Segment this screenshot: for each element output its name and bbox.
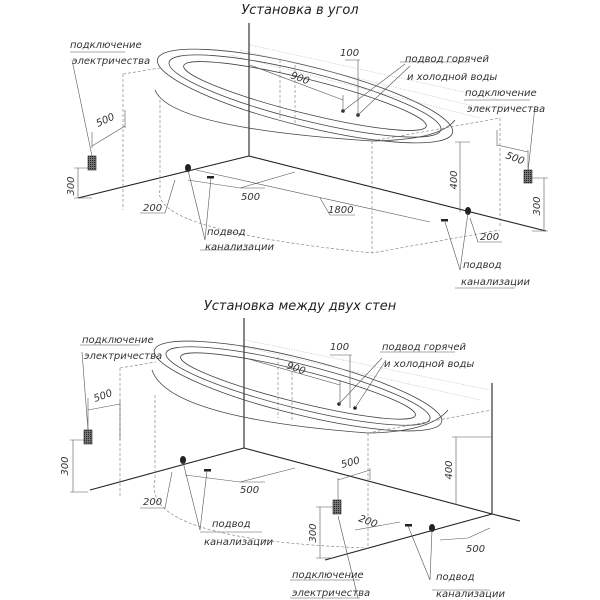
elec-left-label-1: подключение	[70, 40, 142, 51]
dim-1800: 1800	[328, 205, 353, 216]
electric-outlet-left	[83, 429, 93, 445]
drain-point-left	[207, 176, 214, 179]
floor-wall-right-ext	[491, 513, 521, 522]
drain-right-label-2: канализации	[436, 589, 505, 600]
drain-outlet-left	[185, 164, 191, 172]
drain-left-label-2: канализации	[204, 537, 273, 548]
drain-right-label-1: подвод	[436, 572, 475, 583]
dim-300-right: 300	[532, 196, 543, 215]
elec-left-label-1: подключение	[82, 335, 154, 346]
dim-200-left: 200	[143, 203, 162, 214]
drain-right-label-1: подвод	[463, 260, 502, 271]
dim-100: 100	[340, 48, 359, 59]
dim-300-left: 300	[66, 176, 77, 195]
drain-outlet-right	[465, 207, 471, 215]
elec-right-label-1: подключение	[465, 88, 537, 99]
elec-right-label-2: электричества	[467, 104, 545, 115]
water-label-1: подвод горячей	[382, 342, 466, 353]
floor-wall-left	[77, 155, 250, 199]
between-walls-installation-diagram: Установка между двух стен	[60, 299, 521, 600]
drain-right-label-2: канализации	[461, 277, 530, 288]
dim-900: 900	[285, 360, 307, 377]
dim-500-floor: 500	[240, 485, 259, 496]
dim-100: 100	[330, 342, 349, 353]
elec-left-label-2: электричества	[84, 351, 162, 362]
corner-title: Установка в угол	[241, 3, 358, 18]
dim-500-mid: 500	[340, 455, 361, 471]
drain-point-right	[405, 524, 412, 527]
floor-wall-left	[89, 447, 245, 491]
dimension-lines	[70, 344, 492, 599]
dim-300-mid: 300	[308, 523, 319, 542]
corner-installation-diagram: Установка в угол	[66, 3, 548, 289]
electric-outlet-bottom	[332, 499, 342, 515]
elec-bottom-label-2: электричества	[292, 588, 370, 599]
dim-500-right: 500	[466, 544, 485, 555]
dimension-lines	[70, 51, 548, 289]
drain-outlet-right	[429, 524, 435, 532]
dim-200-left: 200	[143, 497, 162, 508]
dim-200-right: 200	[480, 232, 499, 243]
between-title: Установка между двух стен	[204, 299, 397, 314]
dim-400: 400	[449, 170, 460, 189]
bathtub	[122, 44, 501, 254]
elec-left-label-2: электричества	[72, 56, 150, 67]
dim-500-floor: 500	[241, 192, 260, 203]
dim-400: 400	[444, 460, 455, 479]
elec-bottom-label-1: подключение	[292, 570, 364, 581]
dim-900: 900	[289, 70, 311, 87]
drain-left-label-2: канализации	[205, 242, 274, 253]
drain-point-left	[204, 469, 211, 472]
dim-500-right: 500	[504, 150, 526, 167]
drain-point-right	[441, 219, 448, 222]
water-label-2: и холодной воды	[384, 359, 474, 370]
water-label-1: подвод горячей	[405, 54, 489, 65]
floor-wall-right-front	[324, 513, 493, 561]
floor-wall-right	[248, 155, 547, 232]
drain-left-label-1: подвод	[207, 227, 246, 238]
dim-500-left: 500	[95, 112, 117, 130]
dim-300-left: 300	[60, 456, 71, 475]
drain-left-label-1: подвод	[212, 519, 251, 530]
bathtub	[119, 339, 493, 549]
dim-500-left: 500	[92, 388, 114, 405]
water-label-2: и холодной воды	[407, 72, 497, 83]
drain-outlet-left	[180, 456, 186, 464]
